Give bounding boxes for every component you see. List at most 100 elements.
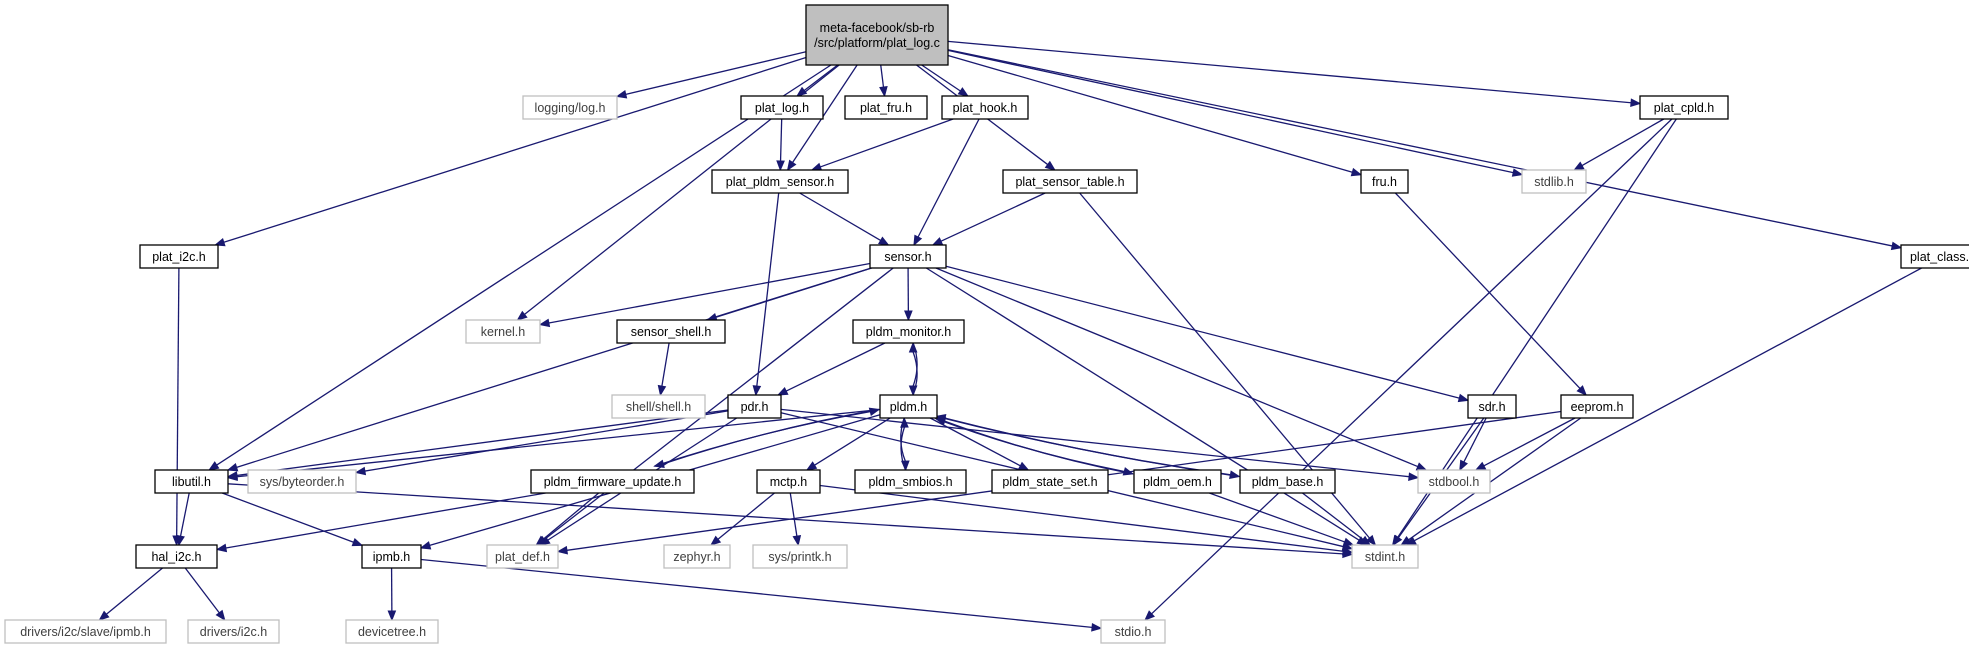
node-plat-class[interactable]: plat_class.h [1900, 244, 1969, 269]
edge-libutil-to-ipmb [221, 492, 364, 547]
edge-root-to-plat_i2c [213, 56, 807, 247]
arrowhead-icon [709, 535, 722, 546]
arrowhead-icon [354, 466, 367, 476]
node-pldm-monitor[interactable]: pldm_monitor.h [852, 319, 965, 344]
node-box [616, 319, 726, 344]
edge-pldm_oem-to-pldm [934, 417, 1134, 475]
node-label: stdbool.h [1429, 475, 1480, 489]
node-box [1239, 469, 1336, 494]
edge-pldm-to-libutil [226, 408, 881, 482]
edge-line [780, 408, 1410, 478]
node-plat-i2c[interactable]: plat_i2c.h [139, 244, 219, 269]
node-hal-i2c[interactable]: hal_i2c.h [135, 544, 218, 569]
node-pldm-state-set[interactable]: pldm_state_set.h [991, 469, 1109, 494]
edge-line [912, 351, 918, 396]
node-box [740, 95, 824, 120]
node-box [1002, 169, 1138, 194]
node-sdr[interactable]: sdr.h [1467, 394, 1517, 419]
node-box [941, 95, 1029, 120]
edge-line [900, 426, 907, 471]
node-plat-fru[interactable]: plat_fru.h [844, 95, 928, 120]
edge-pldm_monitor-to-pdr [776, 342, 886, 396]
edge-line [1483, 417, 1576, 467]
edge-line [935, 267, 1419, 468]
arrowhead-icon [1576, 385, 1588, 396]
edge-sensor-to-pldm_monitor [904, 267, 913, 322]
edge-plat_i2c-to-hal_i2c [172, 267, 182, 547]
node-label: hal_i2c.h [151, 550, 201, 564]
edge-plat_pldm_sensor-to-pdr [752, 192, 780, 397]
arrowhead-icon [776, 386, 789, 396]
arrowhead-icon [1511, 168, 1524, 177]
node-libutil[interactable]: libutil.h [154, 469, 229, 494]
edge-ipmb-to-devicetree [387, 567, 397, 622]
node-label: libutil.h [172, 475, 211, 489]
node-label: plat_class.h [1910, 250, 1969, 264]
node-box [154, 469, 229, 494]
arrowhead-icon [776, 160, 785, 172]
edge-line [1151, 118, 1673, 615]
arrowhead-icon [1415, 462, 1428, 471]
edge-sensor_shell-to-shell_shell [657, 342, 670, 397]
node-stdlib: stdlib.h [1521, 169, 1587, 194]
node-pldm-oem[interactable]: pldm_oem.h [1133, 469, 1222, 494]
node-sensor-shell[interactable]: sensor_shell.h [616, 319, 726, 344]
node-box [187, 619, 280, 644]
edge-fru-to-eeprom [1394, 192, 1588, 396]
edge-line [1302, 492, 1364, 541]
edge-hal_i2c-to-drivers_i2c_slave_ipmb [98, 567, 163, 621]
node-stdbool: stdbool.h [1417, 469, 1491, 494]
edge-line [1581, 118, 1665, 167]
node-box [139, 244, 219, 269]
node-box [752, 544, 848, 569]
node-ipmb[interactable]: ipmb.h [361, 544, 422, 569]
edge-line [947, 40, 1632, 104]
arrowhead-icon [792, 534, 802, 547]
node-pldm-firmware-update[interactable]: pldm_firmware_update.h [530, 469, 695, 494]
node-mctp[interactable]: mctp.h [756, 469, 821, 494]
edge-line [1394, 192, 1581, 389]
edge-line [940, 192, 1046, 242]
edge-line [236, 267, 872, 468]
edge-root-to-libutil [208, 64, 832, 471]
edge-pldm-to-pldm_oem [935, 418, 1135, 476]
edge-pdr-to-stdbool [780, 408, 1420, 481]
node-box [465, 319, 541, 344]
edge-line [1414, 267, 1922, 542]
node-plat-cpld[interactable]: plat_cpld.h [1639, 95, 1729, 120]
node-box [663, 544, 731, 569]
edge-root-to-fru [947, 54, 1363, 177]
arrowhead-icon [419, 541, 432, 550]
edge-mctp-to-sys_printk [789, 492, 802, 547]
edge-pdr-to-sys_byteorder [354, 410, 729, 476]
node-pldm-base[interactable]: pldm_base.h [1239, 469, 1336, 494]
node-pldm-smbios[interactable]: pldm_smbios.h [854, 469, 967, 494]
node-label: fru.h [1372, 175, 1397, 189]
node-box [727, 394, 782, 419]
node-pdr[interactable]: pdr.h [727, 394, 782, 419]
node-plat-pldm-sensor[interactable]: plat_pldm_sensor.h [711, 169, 849, 194]
node-eeprom[interactable]: eeprom.h [1560, 394, 1634, 419]
node-plat-sensor-table[interactable]: plat_sensor_table.h [1002, 169, 1138, 194]
arrowhead-icon [934, 413, 947, 423]
node-sensor[interactable]: sensor.h [869, 244, 947, 269]
edge-line [792, 64, 858, 163]
edge-pdr-to-libutil [226, 409, 729, 480]
edge-line [184, 567, 220, 614]
node-plat-log[interactable]: plat_log.h [740, 95, 824, 120]
arrowhead-icon [1342, 546, 1354, 556]
node-label: stdio.h [1115, 625, 1152, 639]
edge-pldm_base-to-stdint [1302, 492, 1372, 546]
edge-line [179, 492, 190, 537]
node-plat-hook[interactable]: plat_hook.h [941, 95, 1029, 120]
node-box [361, 544, 422, 569]
node-fru[interactable]: fru.h [1360, 169, 1409, 194]
edge-line [542, 492, 600, 540]
node-pldm[interactable]: pldm.h [879, 394, 938, 419]
arrowhead-icon [931, 237, 944, 246]
node-label: kernel.h [481, 325, 526, 339]
node-sys-printk: sys/printk.h [752, 544, 848, 569]
node-box [869, 244, 947, 269]
edge-plat_hook-to-sensor [913, 118, 980, 247]
arrowhead-icon [805, 461, 818, 471]
